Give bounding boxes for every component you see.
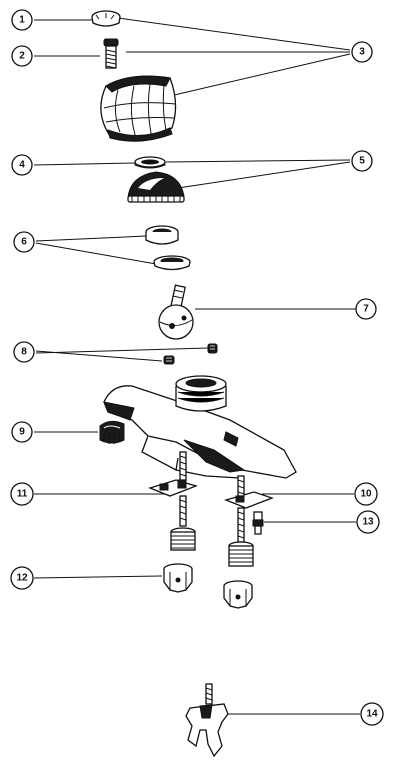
callout-10-label: 10: [360, 489, 372, 500]
retaining-ring-part: [134, 156, 166, 169]
leader-lines: [33, 17, 360, 715]
callout-4: 4: [11, 154, 33, 176]
dome-cap-part: [127, 171, 185, 203]
coupling-nut-part: [163, 563, 253, 609]
handle-knob-part: [100, 75, 177, 142]
callout-2: 2: [11, 45, 33, 67]
adjusting-ring-part: [145, 225, 191, 271]
small-fitting-part: [252, 511, 264, 535]
seats-and-springs-part: [163, 343, 218, 365]
mounting-bracket-right-part: [223, 475, 274, 567]
callout-9: 9: [11, 421, 33, 443]
spanner-wrench-part: [185, 683, 229, 758]
callout-10: 10: [354, 482, 378, 506]
faucet-body-part: [103, 375, 297, 479]
callout-13-label: 13: [362, 517, 374, 528]
callout-1-label: 1: [19, 15, 25, 26]
callout-3: 3: [351, 41, 373, 63]
ball-valve-part: [158, 284, 194, 340]
callout-11-label: 11: [17, 489, 28, 500]
callout-9-label: 9: [19, 427, 25, 438]
callout-11: 11: [10, 482, 34, 506]
aerator-part: [99, 420, 125, 444]
callout-5: 5: [351, 150, 373, 172]
callout-2-label: 2: [19, 51, 25, 62]
callout-7-label: 7: [363, 304, 369, 315]
callout-5-label: 5: [359, 156, 365, 167]
callout-12-label: 12: [16, 573, 28, 584]
callout-8: 8: [13, 341, 35, 363]
callout-7: 7: [355, 298, 377, 320]
mounting-bracket-left-part: [148, 451, 199, 551]
callout-4-label: 4: [19, 160, 25, 171]
callout-12: 12: [10, 566, 34, 590]
callout-14: 14: [360, 702, 384, 726]
handle-cap-part: [91, 10, 121, 27]
callout-6: 6: [13, 231, 35, 253]
callout-1: 1: [11, 9, 33, 31]
callout-13: 13: [356, 510, 380, 534]
callout-14-label: 14: [366, 709, 378, 720]
callout-6-label: 6: [21, 237, 27, 248]
parts: [91, 10, 297, 758]
callout-8-label: 8: [21, 347, 27, 358]
callout-3-label: 3: [359, 47, 365, 58]
handle-screw-part: [103, 38, 119, 69]
